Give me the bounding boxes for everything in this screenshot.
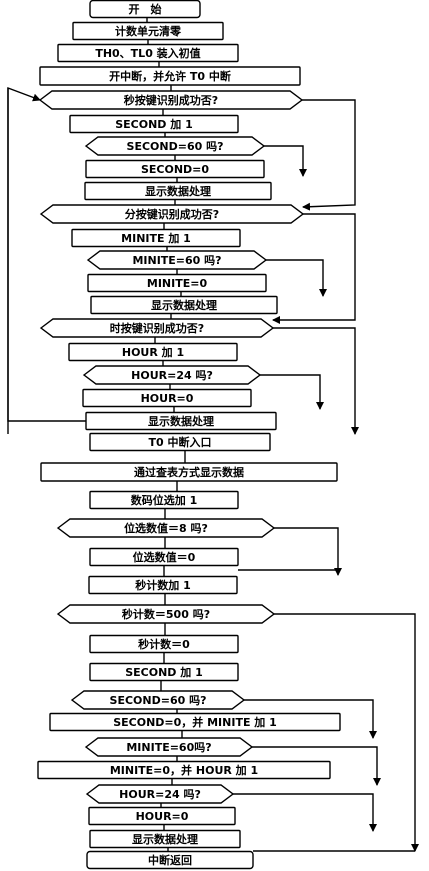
decision-box	[70, 690, 246, 710]
d6-no-branch	[260, 374, 324, 410]
node-label: 秒计数加 1	[135, 578, 190, 592]
d8-no-branch	[274, 613, 419, 852]
node-label: 开 始	[129, 2, 162, 16]
process-box	[37, 760, 331, 780]
process-box	[90, 295, 278, 315]
process-box	[49, 712, 341, 732]
node-label: 秒按键识别成功否?	[124, 93, 218, 107]
node-label: SECOND=60 吗?	[110, 694, 207, 707]
node-label: HOUR=24 吗?	[119, 788, 201, 801]
node-label: SECOND 加 1	[115, 117, 193, 131]
node-label: SECOND=0，并 MINITE 加 1	[113, 715, 277, 729]
node-label: MINITE 加 1	[121, 231, 191, 245]
node-label: MINITE=0	[147, 277, 208, 290]
decision-box	[82, 365, 262, 385]
node-label: 显示数据处理	[145, 184, 211, 198]
main-loop-line	[7, 86, 86, 422]
node-label: HOUR 加 1	[122, 345, 184, 359]
node-label: SECOND 加 1	[125, 665, 203, 679]
process-box	[88, 806, 236, 826]
node-label: 显示数据处理	[132, 832, 198, 846]
process-box	[85, 159, 265, 179]
node-label: HOUR=0	[136, 810, 189, 823]
process-box	[39, 66, 301, 86]
node-label: MINITE=60 吗?	[132, 254, 221, 267]
process-box	[85, 411, 277, 431]
node-label: 显示数据处理	[151, 298, 217, 312]
decision-box	[86, 250, 268, 270]
node-label: SECOND=60 吗?	[127, 140, 224, 153]
process-box	[40, 462, 338, 482]
node-label: MINITE=0，并 HOUR 加 1	[110, 763, 258, 777]
decision-box	[39, 204, 305, 224]
node-label: MINITE=60吗?	[126, 741, 211, 754]
process-box	[89, 829, 241, 849]
d3-no-branch	[272, 213, 356, 324]
node-label: HOUR=0	[141, 392, 194, 405]
node-label: 数码位选加 1	[131, 493, 197, 507]
decision-box	[56, 604, 276, 624]
terminal-box	[86, 850, 254, 870]
process-box	[82, 388, 252, 408]
process-box	[71, 228, 241, 248]
node-label: 时按键识别成功否?	[110, 321, 204, 335]
process-box	[89, 547, 239, 567]
node-label: 显示数据处理	[148, 414, 214, 428]
node-label: 计数单元清零	[115, 24, 182, 38]
process-box	[89, 490, 239, 510]
decision-box	[84, 737, 254, 757]
terminal-box	[89, 0, 201, 19]
process-box	[72, 21, 224, 41]
process-box	[87, 273, 267, 293]
process-box	[89, 634, 239, 654]
node-label: 通过查表方式显示数据	[134, 465, 244, 479]
decision-box	[85, 784, 235, 804]
decision-box	[56, 518, 276, 538]
node-label: 秒计数＝0	[138, 637, 190, 651]
node-label: 中断返回	[148, 853, 192, 867]
node-label: 分按键识别成功否?	[125, 207, 219, 221]
process-box	[84, 181, 272, 201]
node-label: 秒计数＝500 吗?	[122, 607, 210, 621]
process-box	[69, 114, 239, 134]
process-box	[89, 432, 271, 452]
d1-no-branch	[302, 99, 356, 211]
d5-no-branch	[273, 327, 359, 435]
d4-no-branch	[266, 259, 327, 297]
node-label: T0 中断入口	[149, 435, 212, 449]
node-label: HOUR=24 吗?	[131, 369, 213, 382]
process-box	[57, 43, 239, 63]
node-label: 开中断，并允许 T0 中断	[109, 69, 231, 83]
node-label: 位选数值＝8 吗?	[124, 521, 208, 535]
d9-no-branch	[244, 699, 377, 739]
process-box	[68, 342, 238, 362]
d7-no-branch	[274, 527, 342, 576]
decision-box	[39, 318, 275, 338]
decision-box	[38, 90, 304, 110]
node-label: TH0、TL0 装入初值	[95, 46, 200, 60]
d10-no-branch	[252, 746, 381, 786]
process-box	[88, 575, 238, 595]
node-label: SECOND=0	[141, 163, 209, 176]
node-label: 位选数值＝0	[133, 550, 196, 564]
process-box	[89, 662, 239, 682]
decision-box	[84, 136, 266, 156]
d2-no-branch	[264, 145, 307, 177]
d11-no-branch	[233, 793, 377, 832]
